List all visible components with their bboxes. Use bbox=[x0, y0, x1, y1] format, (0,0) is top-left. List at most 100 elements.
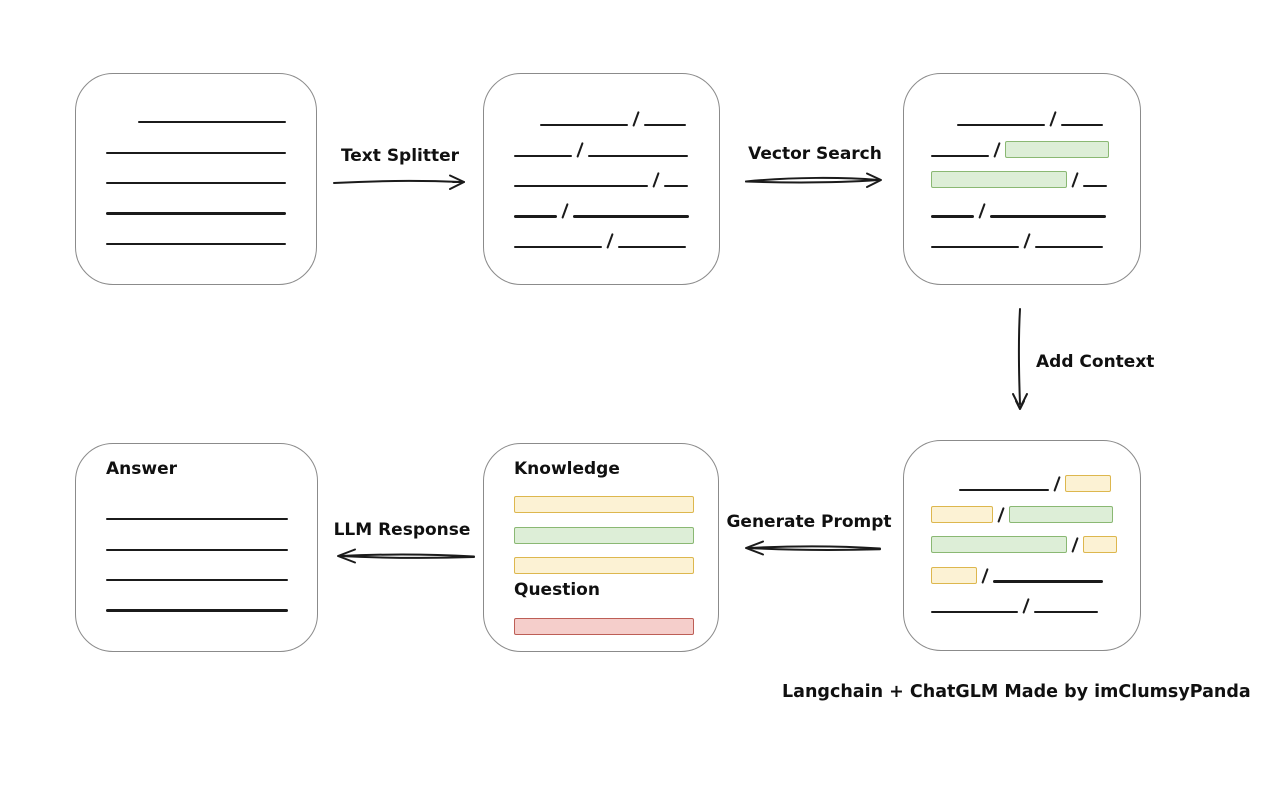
text-line bbox=[993, 580, 1104, 583]
vector-matched-chunks-box bbox=[903, 73, 1141, 285]
answer-label: Answer bbox=[106, 459, 177, 479]
generate-prompt-label: Generate Prompt bbox=[726, 512, 892, 532]
content-row bbox=[106, 554, 288, 584]
chunk-separator bbox=[981, 567, 990, 584]
text-line bbox=[588, 154, 689, 157]
text-line bbox=[514, 154, 572, 157]
text-line bbox=[540, 124, 628, 127]
highlight-yellow-chunk bbox=[931, 566, 977, 584]
chunk-separator bbox=[978, 202, 987, 219]
text-splitter-arrow: Text Splitter bbox=[332, 146, 468, 193]
text-line bbox=[106, 242, 286, 245]
text-line bbox=[1035, 245, 1104, 248]
prompt-box: Knowledge Question bbox=[483, 443, 719, 652]
text-line bbox=[618, 245, 687, 248]
content-row bbox=[931, 160, 1109, 190]
text-line bbox=[957, 124, 1045, 127]
chunk-separator bbox=[997, 506, 1006, 523]
text-line bbox=[138, 121, 286, 124]
content-row bbox=[514, 485, 694, 515]
llm-response-label: LLM Response bbox=[333, 520, 471, 540]
highlight-green-chunk bbox=[931, 536, 1067, 554]
content-row bbox=[931, 129, 1110, 159]
highlight-yellow-chunk bbox=[1065, 475, 1112, 493]
question-bar bbox=[514, 607, 694, 637]
knowledge-bars bbox=[514, 485, 694, 576]
matched-chunk-lines bbox=[931, 99, 1110, 251]
content-row bbox=[106, 218, 286, 248]
document-lines bbox=[106, 96, 286, 248]
content-row bbox=[514, 160, 689, 190]
content-row bbox=[514, 129, 689, 159]
text-splitter-label: Text Splitter bbox=[340, 146, 460, 166]
content-row bbox=[931, 525, 1118, 555]
chunk-separator bbox=[993, 141, 1002, 158]
vector-search-label: Vector Search bbox=[748, 144, 882, 164]
content-row bbox=[931, 99, 1109, 129]
text-line bbox=[1034, 610, 1099, 613]
content-row bbox=[106, 523, 288, 553]
document-box bbox=[75, 73, 317, 285]
caption: Langchain + ChatGLM Made by imClumsyPand… bbox=[782, 682, 1251, 702]
text-line bbox=[106, 181, 286, 185]
text-line bbox=[990, 215, 1107, 218]
text-line bbox=[106, 578, 288, 582]
text-line bbox=[514, 215, 557, 218]
text-line bbox=[1083, 184, 1108, 188]
chunk-separator bbox=[632, 111, 641, 128]
content-row bbox=[514, 546, 694, 576]
content-row bbox=[106, 493, 288, 523]
text-line bbox=[514, 184, 648, 188]
split-chunks-box bbox=[483, 73, 720, 285]
knowledge-label: Knowledge bbox=[514, 459, 620, 479]
content-row bbox=[931, 494, 1117, 524]
content-row bbox=[514, 99, 689, 129]
text-line bbox=[106, 548, 288, 551]
chunk-separator bbox=[1071, 172, 1080, 189]
text-line bbox=[573, 215, 690, 218]
answer-lines bbox=[106, 493, 288, 615]
answer-box: Answer bbox=[75, 443, 318, 652]
highlight-green-chunk bbox=[931, 171, 1067, 189]
text-line bbox=[931, 610, 1018, 613]
right-double-arrow-icon bbox=[745, 172, 882, 188]
generate-prompt-arrow: Generate Prompt bbox=[726, 512, 892, 559]
content-row bbox=[931, 221, 1109, 251]
content-row bbox=[931, 586, 1117, 616]
chunk-separator bbox=[1022, 598, 1031, 614]
chunk-separator bbox=[606, 233, 615, 249]
highlight-green-chunk bbox=[1009, 505, 1114, 523]
content-row bbox=[514, 607, 694, 637]
text-line bbox=[959, 489, 1049, 492]
text-line bbox=[106, 212, 286, 215]
content-row bbox=[931, 555, 1117, 585]
highlight-yellow-chunk bbox=[931, 505, 993, 523]
content-row bbox=[931, 190, 1109, 220]
highlight-yellow-chunk bbox=[514, 557, 694, 575]
text-line bbox=[106, 609, 288, 612]
spacer bbox=[514, 128, 540, 129]
right-arrow-icon bbox=[333, 174, 465, 190]
text-line bbox=[931, 215, 974, 218]
context-chunk-lines bbox=[931, 464, 1118, 616]
chunk-separator bbox=[1023, 233, 1032, 249]
content-row bbox=[106, 187, 286, 217]
text-line bbox=[931, 154, 989, 157]
content-row bbox=[514, 515, 694, 545]
text-line bbox=[106, 518, 288, 521]
highlight-yellow-chunk bbox=[1083, 536, 1118, 554]
content-row bbox=[514, 190, 690, 220]
context-chunks-box bbox=[903, 440, 1141, 651]
highlight-green-chunk bbox=[514, 526, 694, 544]
text-line bbox=[1061, 124, 1104, 127]
highlight-green-chunk bbox=[1005, 140, 1110, 158]
content-row bbox=[514, 221, 689, 251]
highlight-yellow-chunk bbox=[514, 496, 694, 514]
text-line bbox=[644, 124, 687, 127]
chunk-lines bbox=[514, 99, 690, 251]
content-row bbox=[106, 126, 286, 156]
text-line bbox=[931, 245, 1019, 248]
chunk-separator bbox=[652, 172, 661, 189]
spacer bbox=[106, 125, 138, 126]
